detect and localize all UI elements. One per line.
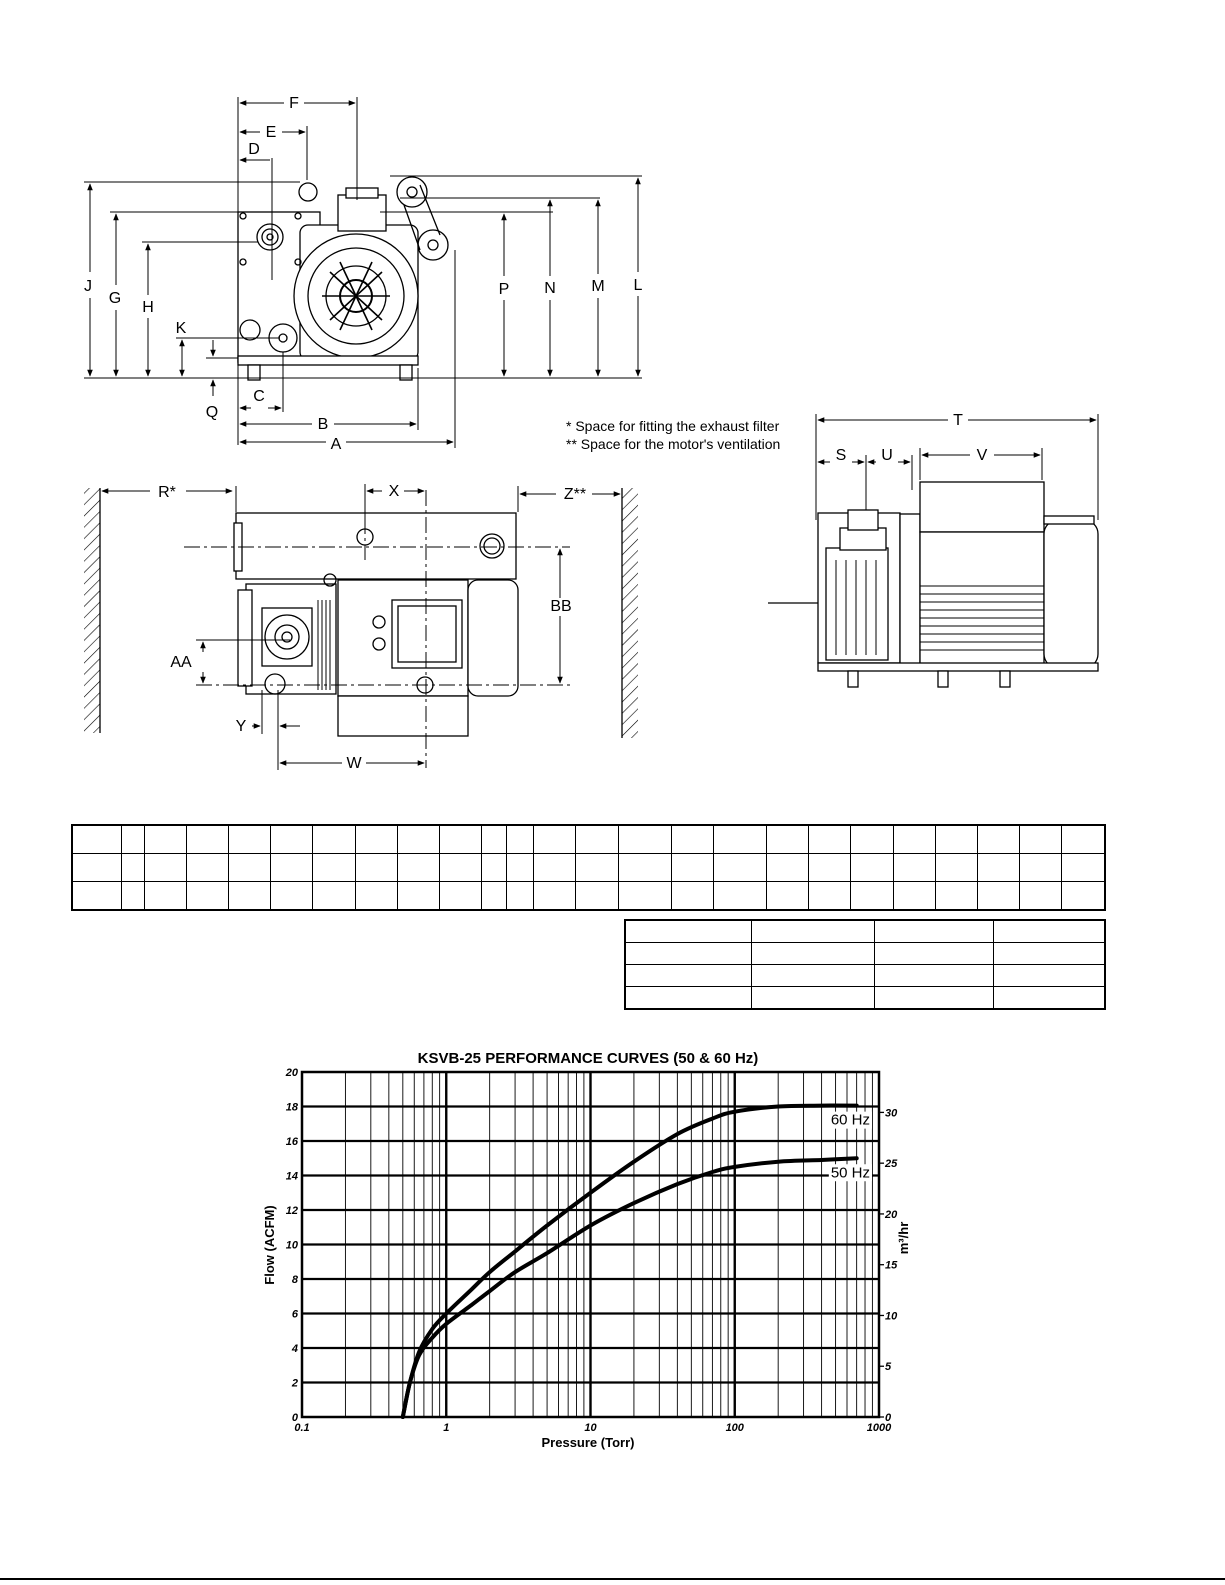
dim-label-a: A — [331, 436, 342, 453]
dim-label-d: D — [248, 141, 260, 158]
series-line-50hz — [400, 1156, 859, 1419]
y-tick-label: 6 — [292, 1309, 299, 1321]
side-view — [768, 481, 1099, 688]
dim-label-l: L — [634, 277, 643, 294]
dim-label-w: W — [346, 755, 362, 772]
wall-left — [84, 488, 100, 733]
chart-grid — [300, 1070, 881, 1419]
y-tick-label: 20 — [285, 1067, 299, 1079]
table-row — [71, 853, 1106, 882]
note-motor-ventilation: ** Space for the motor's ventilation — [566, 436, 780, 452]
table-row — [71, 881, 1106, 911]
table-row — [624, 964, 1106, 987]
table-row — [624, 919, 1106, 943]
table-row — [624, 942, 1106, 965]
wall-right — [622, 488, 638, 738]
front-view-labels: F E D J G H K P N M L Q C B A — [84, 95, 643, 453]
top-view-labels: R* X Z** AA BB Y W — [158, 483, 586, 772]
dim-label-m: M — [591, 278, 604, 295]
y-tick-label: 16 — [286, 1136, 299, 1148]
y2-tick-label: 30 — [885, 1107, 898, 1119]
footer-rule — [0, 1578, 1225, 1580]
dim-label-x: X — [389, 483, 400, 500]
side-view-dimensions — [815, 414, 1099, 520]
front-view — [237, 176, 449, 381]
y-tick-label: 10 — [286, 1240, 299, 1252]
side-view-labels: T S U V — [836, 412, 988, 464]
series-label-50hz: 50 Hz — [831, 1164, 870, 1181]
y2-tick-label: 0 — [885, 1412, 892, 1424]
dimensions-table — [71, 824, 1106, 911]
dim-label-n: N — [544, 280, 556, 297]
dim-label-aa: AA — [170, 654, 192, 671]
dim-label-k: K — [176, 320, 187, 337]
y-tick-label: 8 — [292, 1274, 299, 1286]
y-tick-label: 18 — [286, 1102, 299, 1114]
x-axis-label: Pressure (Torr) — [542, 1435, 635, 1450]
y2-tick-label: 20 — [884, 1209, 898, 1221]
y2-axis-label: m³/hr — [896, 1222, 911, 1255]
dim-label-f: F — [289, 95, 299, 112]
y-tick-label: 0 — [292, 1412, 299, 1424]
dim-label-c: C — [253, 388, 265, 405]
y2-tick-label: 15 — [885, 1260, 898, 1272]
dim-label-z: Z** — [564, 486, 586, 503]
series-label-60hz: 60 Hz — [831, 1112, 870, 1129]
dim-label-g: G — [109, 290, 121, 307]
dim-label-p: P — [499, 281, 510, 298]
dim-label-v: V — [977, 447, 988, 464]
y2-tick-label: 5 — [885, 1361, 892, 1373]
top-view-dimensions — [101, 484, 621, 770]
dim-label-u: U — [881, 447, 893, 464]
x-tick-label: 100 — [726, 1422, 745, 1434]
y-tick-label: 14 — [286, 1171, 298, 1183]
dim-label-q: Q — [206, 404, 218, 421]
dim-label-t: T — [953, 412, 963, 429]
y-tick-label: 12 — [286, 1205, 298, 1217]
dim-label-h: H — [142, 299, 154, 316]
y2-tick-label: 25 — [884, 1158, 898, 1170]
y-axis-label: Flow (ACFM) — [262, 1205, 277, 1284]
front-view-dimensions — [84, 97, 642, 448]
top-view — [84, 488, 638, 738]
series-label-bg — [828, 1111, 872, 1129]
series-label-bg — [828, 1164, 872, 1182]
chart-series: 60 Hz 50 Hz — [400, 1103, 872, 1419]
y-tick-label: 4 — [291, 1343, 298, 1355]
chart-title: KSVB-25 PERFORMANCE CURVES (50 & 60 Hz) — [418, 1050, 759, 1067]
dim-label-b: B — [318, 416, 329, 433]
x-tick-label: 1000 — [867, 1422, 892, 1434]
table-row — [71, 824, 1106, 854]
dim-label-bb: BB — [550, 598, 571, 615]
table-row — [624, 986, 1106, 1010]
secondary-table — [624, 919, 1106, 1010]
series-line-60hz — [400, 1103, 859, 1419]
dim-label-s: S — [836, 447, 847, 464]
dim-label-r: R* — [158, 484, 176, 501]
x-tick-label: 1 — [443, 1422, 449, 1434]
y-tick-label: 2 — [291, 1378, 298, 1390]
y2-tick-label: 10 — [885, 1310, 898, 1322]
note-exhaust-filter: * Space for fitting the exhaust filter — [566, 418, 780, 434]
x-tick-label: 10 — [584, 1422, 597, 1434]
x-tick-label: 0.1 — [294, 1422, 309, 1434]
dim-label-y: Y — [236, 718, 247, 735]
top-view-centerlines — [184, 490, 570, 768]
dim-label-j: J — [84, 278, 92, 295]
dim-label-e: E — [266, 124, 277, 141]
